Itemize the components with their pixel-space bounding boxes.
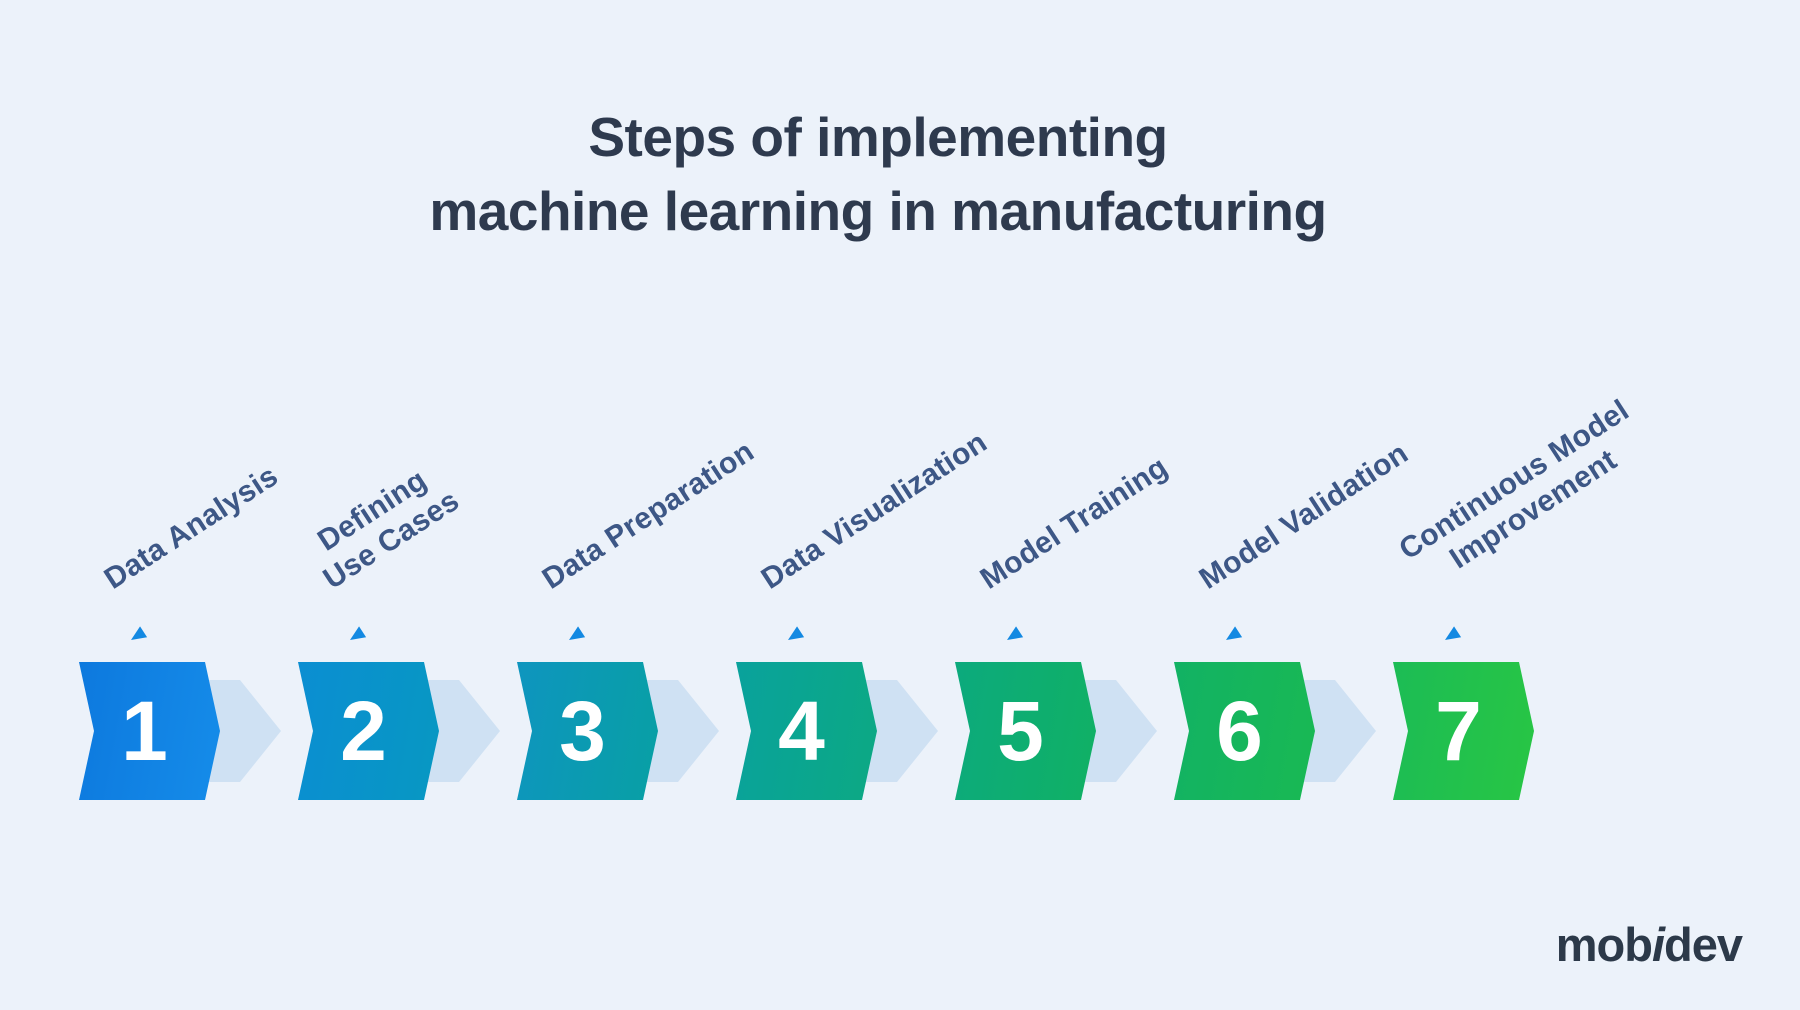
step-chevron: 5 [955, 662, 1096, 800]
step-pointer: Data Visualization [756, 348, 1230, 650]
dashed-arrow [788, 359, 1219, 640]
step-number: 2 [340, 684, 387, 778]
dashed-arrow [350, 359, 781, 640]
step-chevron: 3 [517, 662, 658, 800]
arrowhead-icon [569, 626, 586, 640]
step-pointer: Continuous Model Improvement [1394, 348, 1800, 650]
dashed-line [1022, 359, 1438, 631]
dashed-arrow [1007, 359, 1438, 640]
page-title: Steps of implementing machine learning i… [0, 100, 1778, 248]
step-2: 2 Defining Use Cases [298, 359, 781, 800]
brand-logo: mobidev [1555, 917, 1743, 972]
step-chevron: 4 [736, 662, 877, 800]
logo-text-post: dev [1664, 918, 1743, 971]
dashed-line [803, 359, 1219, 631]
dashed-line [1241, 359, 1657, 631]
step-label: Data Preparation [536, 434, 761, 596]
title-line-1: Steps of implementing [588, 106, 1168, 168]
arrowhead-icon [1007, 626, 1024, 640]
dashed-line [584, 359, 1000, 631]
arrowhead-icon [1445, 626, 1462, 640]
logo-text-pre: mob [1555, 918, 1653, 971]
step-number: 5 [997, 684, 1044, 778]
step-label: Defining Use Cases [312, 463, 466, 596]
step-number: 4 [778, 684, 825, 778]
step-label: Data Visualization [755, 425, 994, 596]
step-pointer: Defining Use Cases [312, 348, 792, 650]
dashed-line [1460, 359, 1800, 631]
step-pointer: Data Preparation [537, 348, 1011, 650]
dashed-arrow [1445, 359, 1800, 640]
step-label: Data Analysis [98, 459, 285, 596]
step-1: 1 Data Analysis [79, 359, 562, 800]
step-chevron: 2 [298, 662, 439, 800]
dashed-arrow [131, 359, 562, 640]
dashed-arrow [1226, 359, 1657, 640]
dashed-line [146, 359, 562, 631]
step-pointer: Model Training [975, 348, 1449, 650]
step-chevron: 6 [1174, 662, 1315, 800]
step-4: 4 Data Visualization [736, 359, 1219, 800]
step-number: 1 [121, 684, 168, 778]
step-number: 3 [559, 684, 606, 778]
arrowhead-icon [1226, 626, 1243, 640]
step-5: 5 Model Training [955, 359, 1438, 800]
logo-letter-i: i [1651, 918, 1665, 971]
dashed-arrow [569, 359, 1000, 640]
step-chevron: 7 [1393, 662, 1534, 800]
dashed-line [365, 359, 781, 631]
step-chevron: 1 [79, 662, 220, 800]
arrowhead-icon [131, 626, 148, 640]
step-pointer: Data Analysis [99, 348, 573, 650]
step-pointer: Model Validation [1194, 348, 1668, 650]
step-label: Model Validation [1193, 436, 1415, 596]
step-3: 3 Data Preparation [517, 359, 1000, 800]
step-7: 7 Continuous Model Improvement [1393, 359, 1800, 800]
arrowhead-icon [350, 626, 367, 640]
step-number: 6 [1216, 684, 1263, 778]
arrowhead-icon [788, 626, 805, 640]
step-label: Continuous Model Improvement [1393, 393, 1636, 576]
step-label: Model Training [974, 450, 1174, 596]
step-6: 6 Model Validation [1174, 359, 1657, 800]
title-line-2: machine learning in manufacturing [429, 180, 1327, 242]
step-number: 7 [1435, 684, 1482, 778]
